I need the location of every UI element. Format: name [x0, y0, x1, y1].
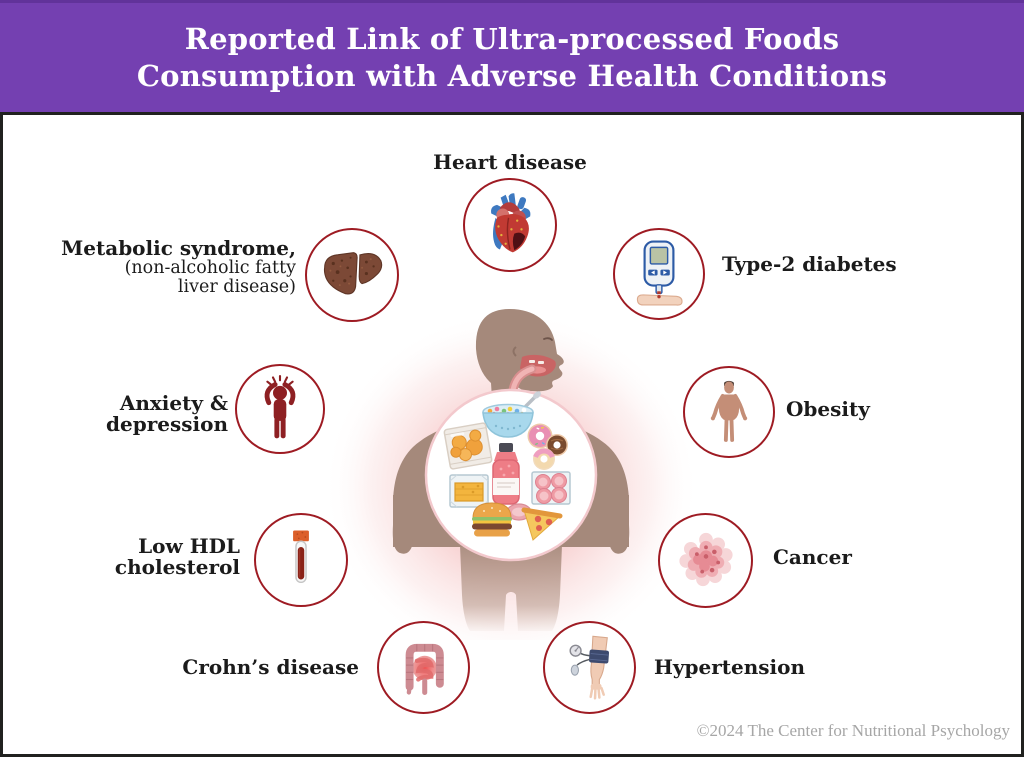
heart-disease-label: Heart disease	[433, 150, 587, 174]
low-hdl-cholesterol-circle	[254, 513, 348, 607]
crohns-disease-circle	[377, 621, 470, 714]
hypertension-label: Hypertension	[654, 655, 806, 679]
hypertension-circle	[543, 621, 636, 714]
pizza-slice-icon	[521, 507, 563, 541]
anxiety-depression-label: Anxiety & depression	[106, 393, 228, 435]
obesity-circle	[683, 366, 775, 458]
title-banner: Reported Link of Ultra-processed Foods C…	[0, 0, 1024, 112]
human-body-figure	[320, 295, 700, 657]
obese-person-icon	[710, 380, 748, 442]
cancer-circle	[658, 513, 753, 608]
hips-silhouette	[460, 536, 562, 631]
heart-disease-circle	[463, 178, 557, 272]
metabolic-syndrome-circle	[305, 228, 399, 322]
metabolic-syndrome-label: Metabolic syndrome, (non-alcoholic fatty…	[61, 237, 296, 297]
hamburger-icon	[472, 502, 512, 537]
donuts-icon	[527, 423, 568, 470]
type2-diabetes-label: Type-2 diabetes	[722, 252, 897, 276]
crohns-disease-label: Crohn’s disease	[182, 655, 359, 679]
packaged-processed-meat-icon	[531, 471, 571, 505]
anxiety-depression-label-line1: Anxiety &	[119, 391, 228, 415]
copyright-notice: ©2024 The Center for Nutritional Psychol…	[696, 721, 1010, 740]
blood-test-tube-icon	[293, 530, 309, 584]
blood-pressure-cuff-icon	[568, 635, 609, 699]
title-line-1: Reported Link of Ultra-processed Foods	[184, 21, 840, 56]
low-hdl-label-line2: cholesterol	[114, 555, 240, 579]
obesity-label: Obesity	[786, 397, 870, 421]
packaged-cheese-icon	[449, 474, 489, 508]
metabolic-syndrome-sublabel-1: (non-alcoholic fatty	[124, 258, 296, 278]
body-foods-illustration	[323, 303, 699, 657]
glucose-meter-icon	[636, 240, 683, 306]
anxiety-depression-label-line2: depression	[106, 412, 228, 436]
title-line-2: Consumption with Adverse Health Conditio…	[136, 58, 888, 93]
stressed-person-icon	[264, 375, 296, 439]
inflamed-intestine-icon	[405, 643, 444, 695]
tumor-cells-icon	[678, 532, 733, 586]
type2-diabetes-circle	[613, 228, 705, 320]
metabolic-syndrome-sublabel-2: liver disease)	[177, 277, 296, 297]
anatomical-heart-icon	[491, 193, 531, 253]
sugary-drink-bottle-icon	[492, 443, 520, 505]
cancer-label: Cancer	[773, 545, 852, 569]
low-hdl-label-line1: Low HDL	[138, 534, 240, 558]
liver-icon	[323, 252, 383, 295]
chips-bag-icon	[443, 422, 493, 470]
metabolic-syndrome-label-main: Metabolic syndrome,	[61, 236, 296, 260]
anxiety-depression-circle	[235, 364, 325, 454]
low-hdl-cholesterol-label: Low HDL cholesterol	[115, 536, 240, 578]
cereal-bowl-icon	[482, 391, 541, 438]
